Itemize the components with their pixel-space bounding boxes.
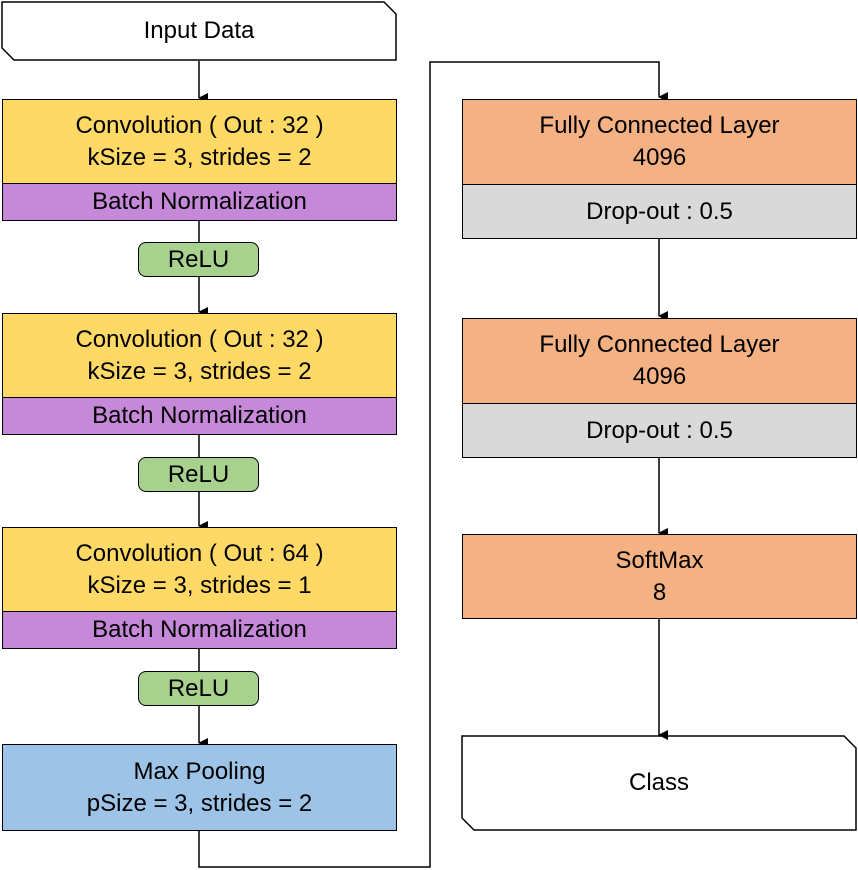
conv1-node: Convolution ( Out : 32 ) kSize = 3, stri… bbox=[2, 99, 397, 184]
fc2-title: Fully Connected Layer bbox=[539, 331, 780, 358]
bn1-label: Batch Normalization bbox=[92, 188, 307, 215]
conv3-title: Convolution ( Out : 64 ) bbox=[75, 539, 324, 567]
relu3-node: ReLU bbox=[138, 671, 259, 706]
conv2-node: Convolution ( Out : 32 ) kSize = 3, stri… bbox=[2, 313, 397, 398]
fc1-node: Fully Connected Layer 4096 bbox=[462, 99, 857, 185]
dropout2-node: Drop-out : 0.5 bbox=[462, 403, 857, 458]
dropout1-label: Drop-out : 0.5 bbox=[586, 197, 733, 225]
softmax-node: SoftMax 8 bbox=[462, 534, 857, 619]
dropout2-label: Drop-out : 0.5 bbox=[586, 416, 733, 444]
bn2-label: Batch Normalization bbox=[92, 402, 307, 429]
relu1-label: ReLU bbox=[167, 245, 230, 273]
class-output-node: Class bbox=[462, 736, 856, 830]
bn3-node: Batch Normalization bbox=[2, 611, 397, 649]
bn3-label: Batch Normalization bbox=[92, 616, 307, 643]
conv3-node: Convolution ( Out : 64 ) kSize = 3, stri… bbox=[2, 527, 397, 612]
conv1-params: kSize = 3, strides = 2 bbox=[87, 143, 312, 171]
softmax-title: SoftMax bbox=[615, 546, 704, 574]
conv2-params: kSize = 3, strides = 2 bbox=[87, 357, 312, 385]
conv2-title: Convolution ( Out : 32 ) bbox=[75, 325, 324, 353]
max-pooling-params: pSize = 3, strides = 2 bbox=[86, 789, 313, 817]
conv1-title: Convolution ( Out : 32 ) bbox=[75, 111, 324, 139]
relu2-label: ReLU bbox=[167, 460, 230, 488]
bn1-node: Batch Normalization bbox=[2, 183, 397, 221]
max-pooling-node: Max Pooling pSize = 3, strides = 2 bbox=[2, 744, 397, 831]
arrow-pool-to-fc1 bbox=[198, 61, 668, 868]
input-data-label: Input Data bbox=[143, 17, 255, 44]
conv3-params: kSize = 3, strides = 1 bbox=[87, 571, 312, 599]
input-data-node: Input Data bbox=[2, 2, 396, 60]
relu2-node: ReLU bbox=[138, 457, 259, 492]
fc1-units: 4096 bbox=[632, 144, 687, 171]
softmax-units: 8 bbox=[652, 578, 667, 606]
fc1-title: Fully Connected Layer bbox=[539, 112, 780, 139]
dropout1-node: Drop-out : 0.5 bbox=[462, 184, 857, 239]
relu3-label: ReLU bbox=[167, 674, 230, 702]
relu1-node: ReLU bbox=[138, 242, 259, 277]
fc2-node: Fully Connected Layer 4096 bbox=[462, 318, 857, 404]
bn2-node: Batch Normalization bbox=[2, 397, 397, 435]
class-output-label: Class bbox=[628, 769, 689, 796]
max-pooling-title: Max Pooling bbox=[133, 757, 266, 785]
fc2-units: 4096 bbox=[632, 363, 687, 390]
